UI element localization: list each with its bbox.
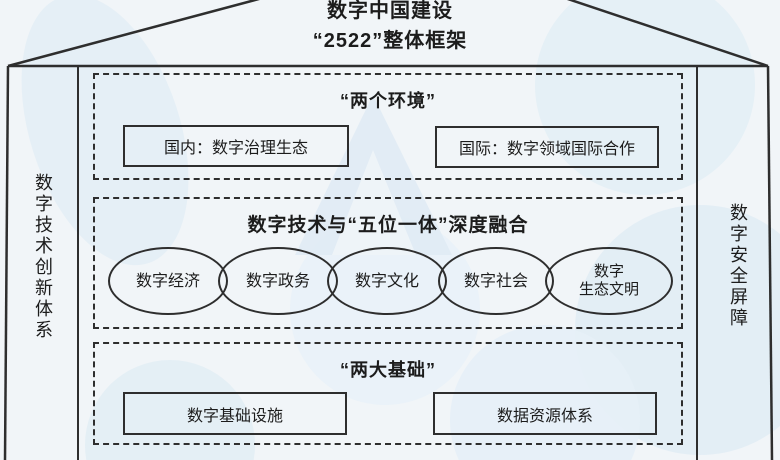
diagram-title-line1: 数字中国建设	[327, 0, 453, 22]
section-two-environments-header: “两个环境”	[340, 91, 436, 111]
outer-wall-left	[3, 65, 10, 460]
box-data-resource-system: 数据资源体系	[433, 392, 657, 435]
section-five-sphere-integration: 数字技术与“五位一体”深度融合 数字经济 数字政务 数字文化 数字社会 数字 生…	[93, 197, 683, 329]
pillar-digital-tech-innovation: 数字技术创新体系	[33, 173, 53, 341]
pillar-digital-security: 数字安全屏障	[728, 203, 748, 329]
ellipse-digital-society: 数字社会	[438, 247, 554, 315]
roof-left-line	[7, 0, 260, 68]
ellipse-digital-government: 数字政务	[218, 247, 338, 315]
box-digital-infrastructure: 数字基础设施	[123, 392, 347, 435]
ellipse-digital-culture: 数字文化	[327, 247, 447, 315]
ellipse-digital-economy: 数字经济	[108, 247, 228, 315]
box-international-cooperation: 国际：数字领域国际合作	[435, 126, 659, 168]
outer-wall-right	[766, 65, 774, 460]
diagram-title-line2: “2522”整体框架	[312, 30, 468, 52]
box-domestic-governance: 国内：数字治理生态	[123, 125, 349, 167]
roof-right-line	[566, 0, 769, 68]
section-two-foundations: “两大基础” 数字基础设施 数据资源体系	[93, 342, 683, 445]
ellipse-digital-eco-civilization-line1: 数字	[593, 263, 624, 280]
ellipse-digital-eco-civilization: 数字 生态文明	[545, 247, 673, 315]
diagram-title: 数字中国建设 “2522”整体框架	[0, 0, 780, 56]
section-two-foundations-header: “两大基础”	[340, 360, 436, 380]
section-five-sphere-integration-header: 数字技术与“五位一体”深度融合	[247, 215, 529, 236]
section-two-environments: “两个环境” 国内：数字治理生态 国际：数字领域国际合作	[93, 73, 683, 180]
ellipse-digital-eco-civilization-line2: 生态文明	[578, 281, 639, 298]
